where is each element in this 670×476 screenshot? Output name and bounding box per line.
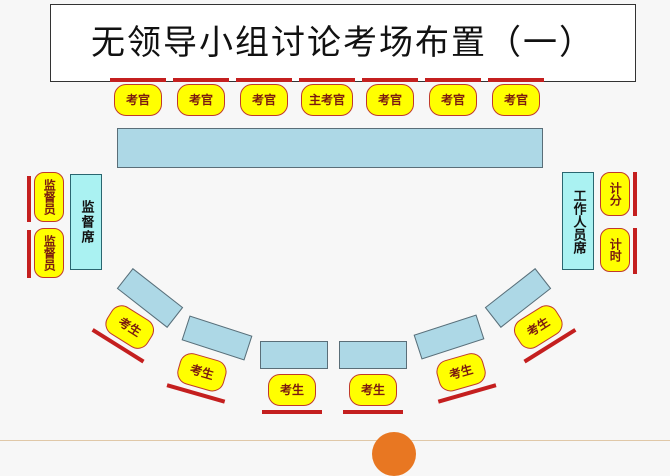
bottom-divider [0,440,670,441]
candidate-chair: 考生 [268,374,316,406]
candidate-desk [260,341,328,369]
examiner-chair: 考官 [366,84,414,116]
chief-examiner-chair: 主考官 [301,84,353,116]
examiner-bar [236,78,292,82]
timekeeper-chair: 计时 [600,228,630,272]
candidate-label: 考生 [524,314,553,340]
supervisor-label: 监督员 [42,235,57,271]
candidate-label: 考生 [447,361,475,383]
supervisor-desk: 监督席 [70,174,102,270]
supervisor-bar [27,230,31,278]
supervisor-desk-label: 监督席 [78,199,94,245]
examiner-bar [299,78,355,82]
staff-bar [633,228,637,274]
candidate-chair: 考生 [349,374,397,406]
candidate-label: 考生 [115,314,144,340]
candidate-seat: 考生 [343,374,403,420]
supervisor-chair: 监督员 [34,172,64,222]
examiner-bar [362,78,418,82]
candidate-label: 考生 [188,361,216,383]
examiner-label: 考官 [377,92,402,107]
candidate-seat: 考生 [428,349,498,410]
candidate-bar [343,410,403,414]
candidate-seat: 考生 [165,349,235,410]
page-title: 无领导小组讨论考场布置（一） [91,23,595,63]
supervisor-bar [27,176,31,222]
supervisor-label: 监督员 [42,179,57,215]
examiner-label: 考官 [251,92,276,107]
staff-bar [633,172,637,216]
candidate-desk [339,341,407,369]
staff-desk: 工作人员席 [562,172,594,270]
examiner-label: 考官 [188,92,213,107]
supervisor-chair: 监督员 [34,228,64,278]
timekeeper-label: 计时 [608,238,623,262]
candidate-bar [262,410,322,414]
examiner-bar [173,78,229,82]
examiner-bar [110,78,166,82]
examiner-label: 考官 [503,92,528,107]
page-indicator-circle [372,432,416,476]
examiner-chair: 考官 [429,84,477,116]
title-box: 无领导小组讨论考场布置（一） [50,4,636,82]
candidate-label: 考生 [360,382,385,397]
staff-desk-label: 工作人员席 [570,188,586,254]
examiner-label: 考官 [125,92,150,107]
scorer-chair: 计分 [600,172,630,216]
examiner-chair: 考官 [177,84,225,116]
examiner-chair: 考官 [240,84,288,116]
examiner-bar [488,78,544,82]
chief-examiner-label: 主考官 [308,92,345,107]
examiner-bar [425,78,481,82]
examiner-chair: 考官 [114,84,162,116]
candidate-seat: 考生 [262,374,322,420]
examiner-label: 考官 [440,92,465,107]
examiner-chair: 考官 [492,84,540,116]
scorer-label: 计分 [608,182,623,206]
examiner-desk [117,128,543,168]
layout-diagram: 无领导小组讨论考场布置（一） 考官 考官 考官 主考官 考官 考官 考官 监督员… [0,4,670,476]
candidate-label: 考生 [279,382,304,397]
